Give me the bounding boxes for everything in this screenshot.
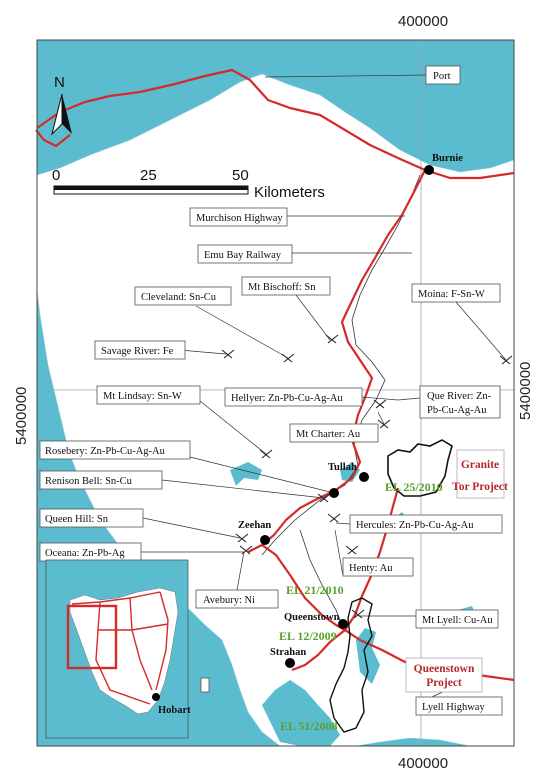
callout-oceana: Oceana: Zn-Pb-Ag <box>39 542 142 562</box>
callout-moina-text: Moina: F-Sn-W <box>418 289 485 300</box>
inset-location-frame <box>66 604 118 670</box>
callout-rosebery-text: Rosebery: Zn-Pb-Cu-Ag-Au <box>45 446 166 457</box>
strahan-road <box>291 629 346 672</box>
mine-markers <box>221 334 513 619</box>
callout-henty-text: Henty: Au <box>349 563 393 574</box>
granite-tor-line1: Granite <box>461 459 499 471</box>
north-arrow-letter: N <box>54 74 65 91</box>
right-northing-label: 5400000 <box>517 362 534 420</box>
rosebery-dot <box>329 488 339 498</box>
small-marker <box>200 677 210 693</box>
callout-renison-bell: Renison Bell: Sn-Cu <box>39 470 163 490</box>
callout-cleveland-text: Cleveland: Sn-Cu <box>141 292 217 303</box>
callout-renison-bell-text: Renison Bell: Sn-Cu <box>45 476 133 487</box>
scale-unit-label: Kilometers <box>254 184 325 201</box>
callout-mt-charter-text: Mt Charter: Au <box>296 429 361 440</box>
macquarie-harbour <box>262 680 340 746</box>
map-border <box>36 39 515 747</box>
scale-tick-50: 50 <box>232 167 249 184</box>
top-easting-label: 400000 <box>398 13 448 30</box>
callout-moina: Moina: F-Sn-W <box>411 283 501 303</box>
callout-murchison-text: Murchison Highway <box>196 213 283 224</box>
left-northing-label: 5400000 <box>13 387 30 445</box>
hobart-label: Hobart <box>158 705 191 716</box>
north-arrow: N <box>51 74 72 136</box>
zeehan-dot <box>260 535 270 545</box>
el-51-2008-label: EL 51/2008 <box>280 719 338 733</box>
murchison-highway <box>247 169 426 553</box>
el-51-2008-boundary <box>329 597 373 733</box>
emu-bay-railway-line <box>261 174 421 556</box>
railway-branch <box>299 529 343 626</box>
queenstown-project-label: Queenstown Project <box>405 657 483 693</box>
callout-que-river-line1: Que River: Zn- <box>427 391 492 402</box>
callout-cleveland: Cleveland: Sn-Cu <box>134 286 232 306</box>
granite-tor-line2: Tor Project <box>452 481 508 493</box>
callout-lyell-highway-text: Lyell Highway <box>422 702 485 713</box>
el-21-2010-label: EL 21/2010 <box>286 583 344 597</box>
queenstown-project-line2: Project <box>426 677 462 689</box>
callout-rosebery: Rosebery: Zn-Pb-Cu-Ag-Au <box>39 440 191 460</box>
callout-queen-hill: Queen Hill: Sn <box>39 508 144 528</box>
callout-hellyer-text: Hellyer: Zn-Pb-Cu-Ag-Au <box>231 393 343 404</box>
callout-emu-bay-railway: Emu Bay Railway <box>197 244 293 264</box>
map-frame: Port Murchison Highway Emu Bay Railway C… <box>35 39 515 747</box>
burnie-label: Burnie <box>432 153 463 164</box>
callout-murchison-highway: Murchison Highway <box>189 207 288 227</box>
callout-mt-charter: Mt Charter: Au <box>289 423 379 443</box>
callout-mt-lyell-text: Mt Lyell: Cu-Au <box>422 615 493 626</box>
callout-avebury: Avebury: Ni <box>195 589 279 609</box>
tasmania-inset-map: Hobart <box>45 559 191 739</box>
callout-savage-river-text: Savage River: Fe <box>101 346 174 357</box>
granite-tor-project-label: Granite Tor Project <box>452 449 508 499</box>
el-25-2010-label: EL 25/2010 <box>385 480 443 494</box>
leader-lines <box>141 74 507 698</box>
scale-bar: 0 25 50 Kilometers <box>52 167 325 201</box>
zeehan-label: Zeehan <box>238 520 271 531</box>
el-12-2009-label: EL 12/2009 <box>279 629 337 643</box>
scale-tick-25: 25 <box>140 167 157 184</box>
callout-savage-river: Savage River: Fe <box>94 340 186 360</box>
callout-lyell-highway: Lyell Highway <box>415 696 503 716</box>
callout-avebury-text: Avebury: Ni <box>203 595 255 606</box>
lake-mackintosh <box>340 462 360 482</box>
burnie-dot <box>424 165 434 175</box>
tullah-dot <box>359 472 369 482</box>
queenstown-project-line1: Queenstown <box>414 663 475 675</box>
callout-mt-lindsay-text: Mt Lindsay: Sn-W <box>103 391 182 402</box>
bottom-easting-label: 400000 <box>398 755 448 772</box>
callout-mt-lindsay: Mt Lindsay: Sn-W <box>96 385 201 405</box>
scale-tick-0: 0 <box>52 167 60 184</box>
strahan-dot <box>285 658 295 668</box>
callout-oceana-text: Oceana: Zn-Pb-Ag <box>45 548 125 559</box>
callout-queen-hill-text: Queen Hill: Sn <box>45 514 109 525</box>
strahan-label: Strahan <box>270 647 306 658</box>
northeast-road <box>35 129 71 148</box>
callout-hercules-text: Hercules: Zn-Pb-Cu-Ag-Au <box>356 520 474 531</box>
queenstown-label: Queenstown <box>284 612 340 623</box>
callout-que-river-line2: Pb-Cu-Ag-Au <box>427 405 487 416</box>
queenstown-dot <box>338 619 348 629</box>
lake-pieman <box>230 462 262 486</box>
callout-hercules: Hercules: Zn-Pb-Cu-Ag-Au <box>349 514 503 534</box>
zeehan-road <box>261 544 346 631</box>
callout-hellyer: Hellyer: Zn-Pb-Cu-Ag-Au <box>224 387 363 407</box>
callout-emu-bay-text: Emu Bay Railway <box>204 250 282 261</box>
tullah-label: Tullah <box>328 462 357 473</box>
callout-mt-bischoff-text: Mt Bischoff: Sn <box>248 282 316 293</box>
callout-port-text: Port <box>433 71 451 82</box>
el-25-2010-boundary <box>387 439 453 497</box>
callout-port: Port <box>425 65 461 85</box>
hobart-dot <box>152 693 160 701</box>
callout-mt-lyell: Mt Lyell: Cu-Au <box>415 609 499 629</box>
callout-henty: Henty: Au <box>342 557 414 577</box>
callout-que-river: Que River: Zn- Pb-Cu-Ag-Au <box>419 385 501 419</box>
callout-mt-bischoff: Mt Bischoff: Sn <box>241 276 331 296</box>
